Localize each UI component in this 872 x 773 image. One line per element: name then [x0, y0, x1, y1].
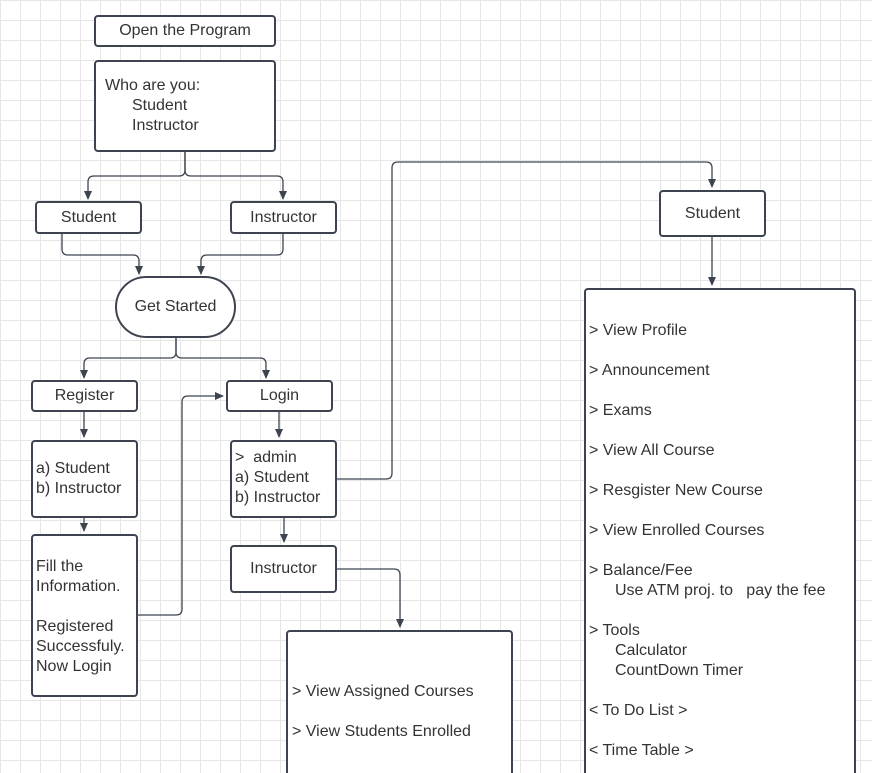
student-menu-tool-countdown: CountDown Timer — [615, 662, 744, 679]
fill-info-node: Fill the Information. Registered Success… — [31, 534, 138, 697]
register-label: Register — [54, 387, 115, 404]
instructor-choice-label: Instructor — [250, 208, 317, 226]
student-menu-node: > View Profile > Announcement > Exams > … — [584, 288, 856, 773]
student-node: Student — [659, 190, 766, 237]
instructor-choice-node: Instructor — [230, 201, 337, 234]
login-node: Login — [226, 380, 333, 412]
register-node: Register — [31, 380, 138, 412]
login-role-admin: > admin — [235, 449, 297, 466]
student-menu-view-enrolled-courses: > View Enrolled Courses — [589, 522, 765, 539]
register-role-instructor: b) Instructor — [36, 480, 122, 497]
edge-roles-to-student — [337, 161, 716, 480]
student-menu-balance-fee: > Balance/Fee — [589, 562, 693, 579]
fill-info-line-4: Successfuly. — [36, 638, 125, 655]
student-menu-register-new-course: > Resgister New Course — [589, 482, 763, 499]
fill-info-line-5: Now Login — [36, 658, 112, 675]
who-are-you-option-instructor: Instructor — [132, 117, 199, 134]
edge-fill-to-login — [138, 392, 224, 616]
student-menu-view-all-course: > View All Course — [589, 442, 715, 459]
student-menu-time-table: < Time Table > — [589, 742, 694, 759]
student-menu-tools: > Tools — [589, 622, 640, 639]
student-menu-view-profile: > View Profile — [589, 322, 687, 339]
instructor-menu-node: > View Assigned Courses > View Students … — [286, 630, 513, 773]
open-program-label: Open the Program — [119, 22, 251, 39]
instructor-menu-assigned-courses: > View Assigned Courses — [292, 683, 474, 700]
edge-instructor-to-menu — [337, 568, 404, 628]
student-choice-node: Student — [35, 201, 142, 234]
who-are-you-node: Who are you: Student Instructor — [94, 60, 276, 152]
student-menu-balance-note: Use ATM proj. to pay the fee — [615, 582, 826, 599]
get-started-node: Get Started — [115, 276, 236, 338]
edge-instructor-to-getstarted — [197, 233, 284, 275]
login-role-instructor: b) Instructor — [235, 489, 321, 506]
register-roles-node: a) Student b) Instructor — [31, 440, 138, 518]
login-role-student: a) Student — [235, 469, 309, 486]
login-label: Login — [259, 387, 300, 404]
student-label: Student — [684, 204, 741, 222]
fill-info-line-1: Fill the — [36, 558, 84, 575]
instructor-label: Instructor — [250, 560, 317, 577]
student-menu-todo-list: < To Do List > — [589, 702, 688, 719]
instructor-node: Instructor — [230, 545, 337, 593]
fill-info-line-3: Registered — [36, 618, 114, 635]
fill-info-line-2: Information. — [36, 578, 121, 595]
who-are-you-prompt: Who are you: — [105, 77, 201, 94]
edge-who-to-student — [84, 152, 186, 200]
student-menu-exams: > Exams — [589, 402, 652, 419]
open-program-node: Open the Program — [94, 15, 276, 47]
register-role-student: a) Student — [36, 460, 110, 477]
instructor-menu-students-enrolled: > View Students Enrolled — [292, 723, 471, 740]
edge-student-to-getstarted — [61, 233, 143, 275]
edge-getstarted-to-login — [175, 338, 270, 379]
who-are-you-option-student: Student — [132, 97, 188, 114]
login-roles-node: > admin a) Student b) Instructor — [230, 440, 337, 518]
get-started-label: Get Started — [134, 298, 217, 315]
student-menu-announcement: > Announcement — [589, 362, 710, 379]
student-menu-tool-calculator: Calculator — [615, 642, 688, 659]
edge-who-to-instructor — [184, 152, 287, 200]
student-choice-label: Student — [60, 208, 117, 226]
edge-getstarted-to-register — [80, 338, 177, 379]
